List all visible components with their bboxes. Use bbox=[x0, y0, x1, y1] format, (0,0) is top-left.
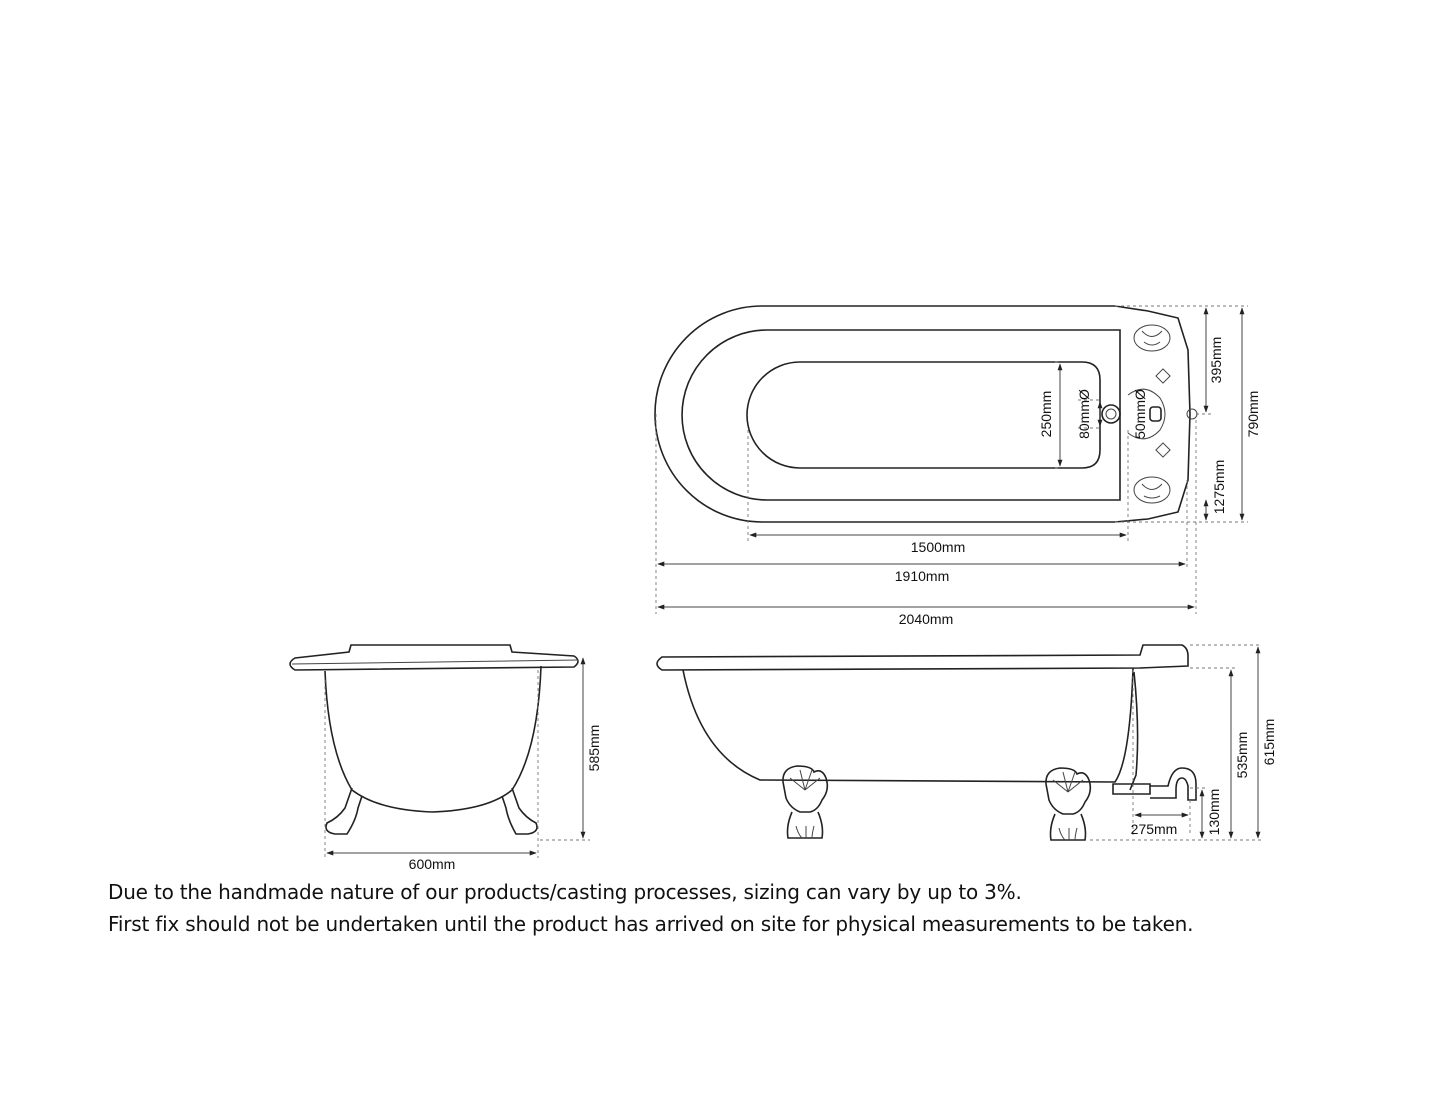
dim-side-height-overall: 615mm bbox=[1261, 719, 1277, 766]
plan-outer-rim bbox=[654, 305, 1191, 523]
dim-inner-width: 250mm bbox=[1038, 391, 1054, 438]
plan-tap-deck-scroll bbox=[1127, 388, 1166, 440]
plan-soap-dish-top bbox=[1133, 324, 1171, 352]
side-body bbox=[682, 667, 1134, 783]
plan-view: 1500mm 1910mm 2040mm 790mm 395mm 1275mm … bbox=[654, 305, 1261, 627]
dim-bath-length: 1910mm bbox=[895, 568, 949, 584]
dim-overflow-dia: 80mmØ bbox=[1076, 389, 1092, 439]
plan-tap-hole-top bbox=[1155, 368, 1171, 384]
first-fix-disclaimer: First fix should not be undertaken until… bbox=[108, 912, 1194, 936]
side-foot-left bbox=[782, 765, 829, 839]
plan-overflow bbox=[1149, 406, 1162, 422]
plan-soap-dish-bottom bbox=[1133, 476, 1171, 504]
end-view: 600mm 585mm bbox=[289, 644, 602, 872]
dim-side-height-rim: 535mm bbox=[1234, 732, 1250, 779]
end-foot-left bbox=[325, 787, 363, 835]
plan-inner-rim bbox=[681, 329, 1121, 501]
side-waste bbox=[1112, 783, 1151, 795]
plan-tap-fitting bbox=[1186, 408, 1198, 420]
side-trap bbox=[1150, 767, 1197, 801]
plan-waste bbox=[1101, 404, 1121, 424]
side-rim bbox=[656, 644, 1189, 671]
foot-toes bbox=[1058, 827, 1078, 841]
dim-width: 790mm bbox=[1245, 391, 1261, 438]
end-rim-line bbox=[291, 659, 579, 665]
dim-tap-centre-offset: 1275mm bbox=[1211, 460, 1227, 514]
side-foot-right bbox=[1045, 767, 1092, 841]
foot-shell-ribs bbox=[1052, 771, 1084, 793]
dim-end-height: 585mm bbox=[586, 725, 602, 772]
dim-overall-length: 2040mm bbox=[899, 611, 953, 627]
foot-shell bbox=[782, 765, 829, 813]
side-view: 275mm 130mm 535mm 615mm bbox=[656, 644, 1277, 841]
dim-tap-deck-depth: 395mm bbox=[1208, 337, 1224, 384]
end-body bbox=[324, 665, 542, 813]
end-rim bbox=[289, 644, 579, 671]
foot-claw bbox=[1049, 813, 1087, 841]
end-foot-right bbox=[501, 787, 538, 835]
plan-waste-inner bbox=[1105, 408, 1117, 420]
sizing-disclaimer: Due to the handmade nature of our produc… bbox=[108, 880, 1022, 904]
plan-soap-dish-bottom-detail bbox=[1141, 483, 1163, 499]
side-overflow-pipe bbox=[1129, 671, 1139, 791]
dim-end-width: 600mm bbox=[409, 856, 456, 872]
dim-waste-dia: 50mmØ bbox=[1132, 389, 1148, 439]
dim-trap-height: 130mm bbox=[1206, 789, 1222, 836]
plan-tap-hole-bottom bbox=[1155, 442, 1171, 458]
plan-basin bbox=[746, 361, 1101, 469]
foot-shell bbox=[1045, 767, 1092, 815]
foot-claw bbox=[786, 811, 824, 839]
dim-trap-offset: 275mm bbox=[1131, 821, 1178, 837]
dim-inner-length: 1500mm bbox=[911, 539, 965, 555]
foot-shell-ribs bbox=[789, 769, 821, 791]
plan-soap-dish-top-detail bbox=[1141, 330, 1163, 346]
foot-toes bbox=[795, 825, 815, 839]
